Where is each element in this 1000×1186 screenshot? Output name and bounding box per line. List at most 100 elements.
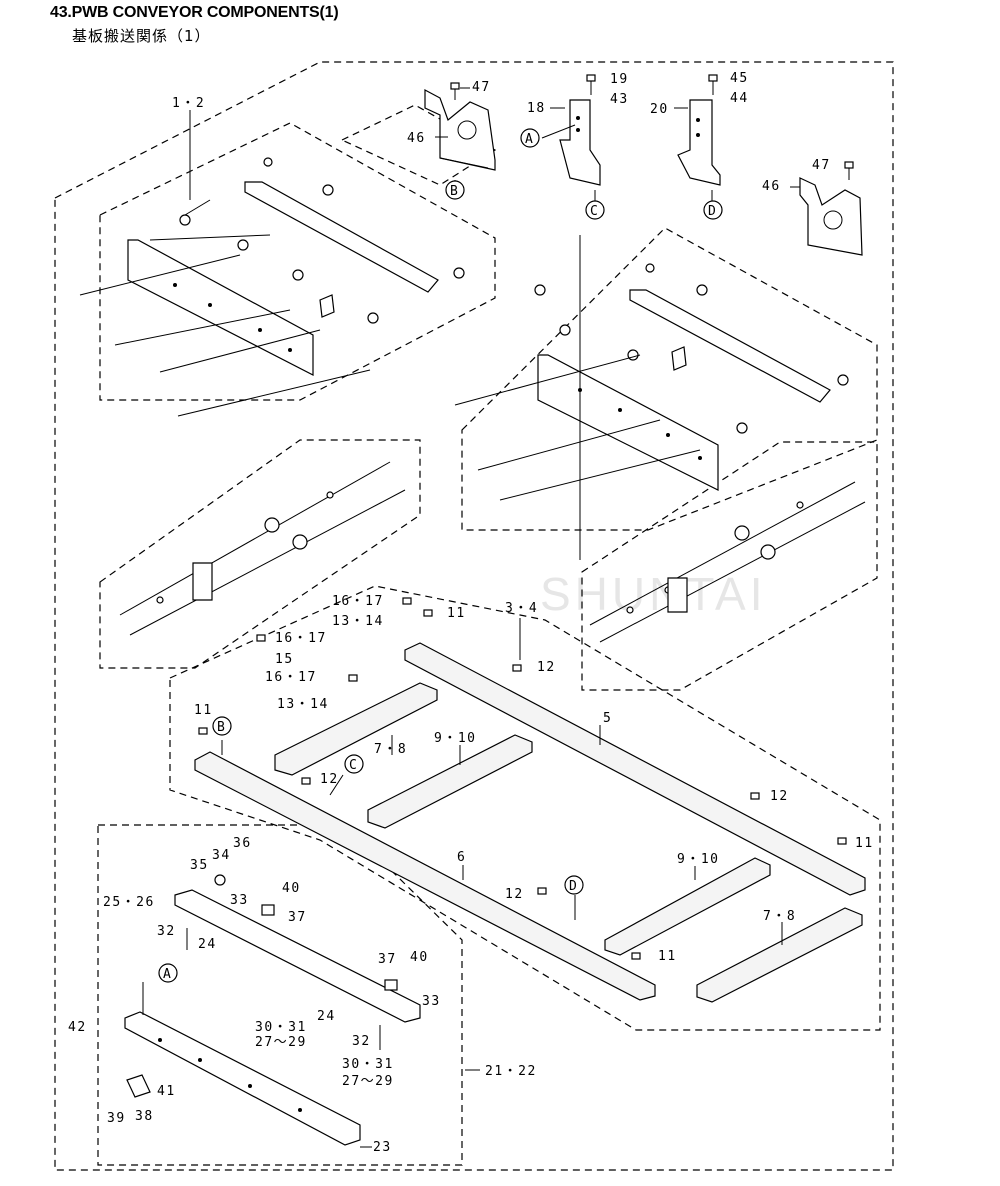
part-label: 11 <box>855 836 874 851</box>
part-label: 7・8 <box>763 909 796 924</box>
part-label: 9・10 <box>434 731 476 746</box>
beam-9-10-lower <box>604 857 771 956</box>
callout-b-frame: B <box>212 716 232 736</box>
callout-letter: B <box>217 720 226 735</box>
part-label: 43 <box>610 92 629 107</box>
part-label: 44 <box>730 91 749 106</box>
part-label: 33 <box>230 893 249 908</box>
part-label: 46 <box>407 131 426 146</box>
part-label: 40 <box>410 950 429 965</box>
part-label: 45 <box>730 71 749 86</box>
callout-letter: B <box>450 184 459 199</box>
part-label: 24 <box>317 1009 336 1024</box>
part-labels: 1・2 47 46 19 43 18 45 44 20 47 46 16・17 … <box>68 71 874 1155</box>
part-label: 37 <box>288 910 307 925</box>
group-outline-bracket-b <box>340 104 497 186</box>
group-outline-rail-left <box>99 122 496 401</box>
page-subtitle: 基板搬送関係（1） <box>72 27 211 45</box>
part-label: 47 <box>472 80 491 95</box>
part-label: 15 <box>275 652 294 667</box>
bracket-46-left <box>424 89 496 171</box>
part-label: 21・22 <box>485 1064 537 1079</box>
part-label: 9・10 <box>677 852 719 867</box>
bracket-18 <box>559 99 601 186</box>
part-label: 16・17 <box>332 594 384 609</box>
part-label: 16・17 <box>265 670 317 685</box>
page-title: 43.PWB CONVEYOR COMPONENTS(1) <box>50 4 339 21</box>
part-label: 18 <box>527 101 546 116</box>
part-label: 19 <box>610 72 629 87</box>
callout-letter: D <box>569 879 578 894</box>
bolt-47-left <box>450 82 460 100</box>
part-label: 41 <box>157 1084 176 1099</box>
part-label: 11 <box>194 703 213 718</box>
bolt-45 <box>708 74 718 95</box>
callout-a-bottom: A <box>158 963 178 983</box>
beam-5 <box>404 642 866 896</box>
part-label: 39 <box>107 1111 126 1126</box>
part-label: 6 <box>457 850 466 865</box>
watermark-text: SHUNTAI <box>540 568 767 620</box>
part-label: 37 <box>378 952 397 967</box>
bracket-46-right <box>799 177 863 256</box>
part-label: 27～29 <box>342 1074 394 1089</box>
sensor-plate-23 <box>124 1011 361 1146</box>
callout-c-top: C <box>585 200 605 220</box>
part-label: 32 <box>157 924 176 939</box>
callout-letter: C <box>349 758 358 773</box>
part-label: 20 <box>650 102 669 117</box>
beam-6 <box>194 751 656 1001</box>
part-label: 5 <box>603 711 612 726</box>
part-label: 12 <box>505 887 524 902</box>
part-label: 33 <box>422 994 441 1009</box>
callout-c-frame: C <box>344 754 364 774</box>
callout-letter: D <box>708 204 717 219</box>
callout-letter: A <box>525 132 534 147</box>
part-label: 32 <box>352 1034 371 1049</box>
group-outline-roller-left <box>99 439 421 669</box>
part-label: 38 <box>135 1109 154 1124</box>
frame-bolts <box>198 597 847 960</box>
callout-b-top: B <box>445 180 465 200</box>
callout-d-top: D <box>703 200 723 220</box>
group-outline-roller-right <box>581 441 878 691</box>
part-label: 11 <box>447 606 466 621</box>
part-label: 30・31 <box>255 1020 307 1035</box>
part-label: 42 <box>68 1020 87 1035</box>
part-label: 27～29 <box>255 1035 307 1050</box>
part-label: 36 <box>233 836 252 851</box>
part-label: 13・14 <box>332 614 384 629</box>
bolt-47-right <box>844 161 854 180</box>
sensor-plate-25-26 <box>174 874 421 1023</box>
part-label: 47 <box>812 158 831 173</box>
leader-lines <box>142 87 800 1148</box>
beam-7-8-lower <box>696 907 863 1003</box>
part-label: 46 <box>762 179 781 194</box>
part-label: 12 <box>320 772 339 787</box>
part-label: 13・14 <box>277 697 329 712</box>
callout-d-frame: D <box>564 875 584 895</box>
part-label: 23 <box>373 1140 392 1155</box>
beam-9-10-upper <box>367 734 533 829</box>
part-label: 12 <box>770 789 789 804</box>
part-label: 16・17 <box>275 631 327 646</box>
callout-a-top: A <box>520 128 540 148</box>
part-label: 40 <box>282 881 301 896</box>
roller-shaft-right <box>589 481 866 643</box>
part-label: 1・2 <box>172 96 205 111</box>
part-label: 11 <box>658 949 677 964</box>
rail-assembly-left <box>79 157 465 417</box>
group-outline-rail-right <box>461 227 878 531</box>
beam-7-8-upper <box>274 682 438 776</box>
group-outline-main <box>54 61 894 1171</box>
callout-letter: C <box>590 204 599 219</box>
part-label: 12 <box>537 660 556 675</box>
callout-letter: A <box>163 967 172 982</box>
bolt-19 <box>586 74 596 95</box>
part-label: 30・31 <box>342 1057 394 1072</box>
part-label: 34 <box>212 848 231 863</box>
part-label: 3・4 <box>505 601 538 616</box>
part-label: 7・8 <box>374 742 407 757</box>
part-label: 24 <box>198 937 217 952</box>
